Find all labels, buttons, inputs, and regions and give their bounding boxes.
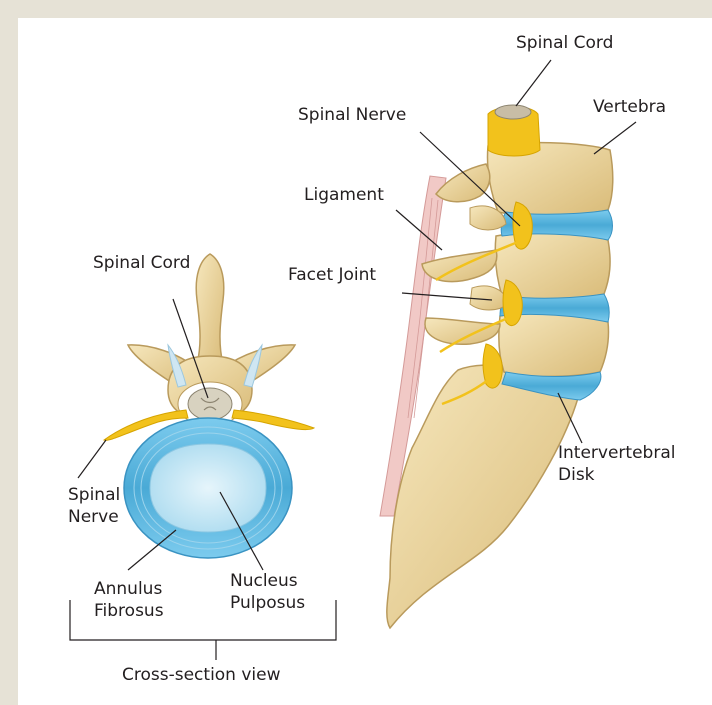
label-intervertebral-disk-line2: Disk — [558, 464, 675, 486]
label-vertebra: Vertebra — [593, 96, 666, 118]
label-ligament: Ligament — [304, 184, 384, 206]
label-annulus-line1: Annulus — [94, 578, 164, 600]
nucleus-pulposus-shape — [150, 444, 266, 532]
label-spinal-cord-top: Spinal Cord — [516, 32, 613, 54]
label-facet-joint: Facet Joint — [288, 264, 376, 286]
label-spinal-cord-cross: Spinal Cord — [93, 252, 190, 274]
leader-spinal-nerve-cross — [78, 440, 106, 478]
label-intervertebral-disk-line1: Intervertebral — [558, 442, 675, 464]
label-spinal-nerve-top: Spinal Nerve — [298, 104, 406, 126]
label-intervertebral-disk: Intervertebral Disk — [558, 442, 675, 486]
label-spinal-nerve-cross-line2: Nerve — [68, 506, 120, 528]
label-nucleus-pulposus: Nucleus Pulposus — [230, 570, 305, 614]
label-cross-section-view: Cross-section view — [122, 664, 281, 686]
illustration-panel: Spinal Cord Vertebra Spinal Nerve Ligame… — [18, 18, 712, 705]
label-spinal-nerve-cross: Spinal Nerve — [68, 484, 120, 528]
lumbar-spine-group — [380, 105, 613, 628]
spinal-cord-cut — [495, 105, 531, 119]
label-annulus-line2: Fibrosus — [94, 600, 164, 622]
spinous-process — [196, 254, 224, 369]
cross-section-group — [104, 254, 314, 558]
label-nucleus-line1: Nucleus — [230, 570, 305, 592]
leader-spinal-cord-top — [516, 60, 551, 106]
leader-vertebra — [594, 122, 636, 154]
spinal-cord-cross — [188, 388, 232, 420]
label-annulus-fibrosus: Annulus Fibrosus — [94, 578, 164, 622]
label-nucleus-line2: Pulposus — [230, 592, 305, 614]
label-spinal-nerve-cross-line1: Spinal — [68, 484, 120, 506]
